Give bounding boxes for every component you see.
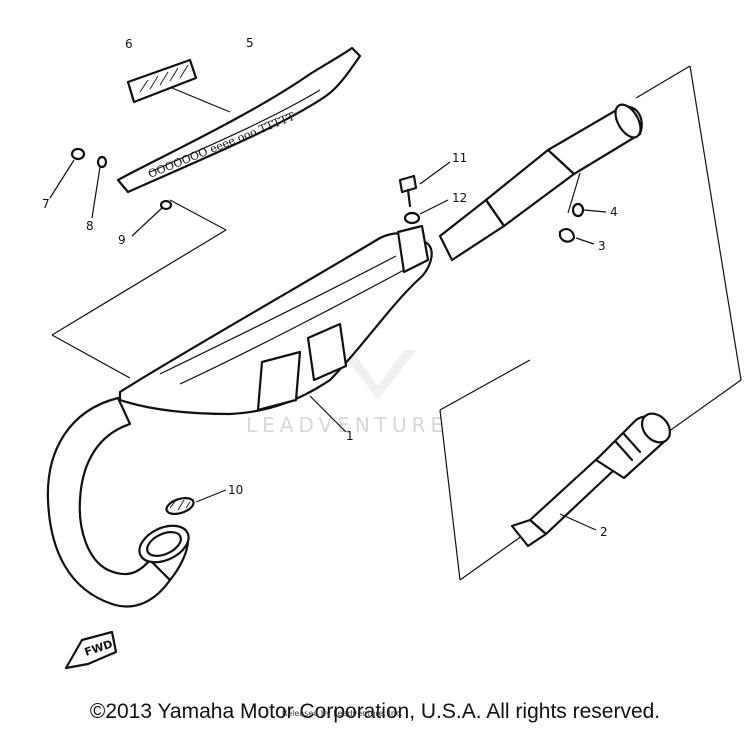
callout-9: 9 xyxy=(118,233,126,247)
clip-part-3 xyxy=(558,228,595,245)
callout-labels: 1 2 3 4 5 6 7 8 9 10 11 12 xyxy=(42,36,618,539)
muffler-part-1 xyxy=(46,103,643,608)
heat-guard-part-5: OOOOOOO eeee ooo TTTTT xyxy=(116,46,362,194)
spark-arrester-part-2 xyxy=(510,412,672,548)
bolt-part-11 xyxy=(398,161,451,208)
guide-lines xyxy=(51,65,742,581)
watermark-text: LEADVENTURE xyxy=(246,413,448,437)
callout-2: 2 xyxy=(600,525,608,539)
callout-8: 8 xyxy=(86,219,94,233)
washer-part-12 xyxy=(403,199,449,225)
callout-1: 1 xyxy=(346,429,354,443)
copyright-notice: ©2013 Yamaha Motor Corporation, U.S.A. A… xyxy=(89,700,661,723)
svg-text:OOOOOOO eeee ooo TTTTT: OOOOOOO eeee ooo TTTTT xyxy=(146,110,297,181)
fastener-part-7 xyxy=(49,147,86,199)
callout-12: 12 xyxy=(452,191,467,205)
callout-11: 11 xyxy=(452,151,467,165)
callout-4: 4 xyxy=(610,205,618,219)
fwd-arrow-icon: FWD xyxy=(64,630,118,670)
callout-10: 10 xyxy=(228,483,243,497)
callout-3: 3 xyxy=(598,239,606,253)
nameplate-part-6 xyxy=(126,58,198,104)
nut-part-4 xyxy=(571,202,607,218)
washer-part-8 xyxy=(91,155,108,219)
callout-6: 6 xyxy=(125,37,133,51)
callout-5: 5 xyxy=(246,36,254,50)
sub-credit: Released by Leadventure, Inc. xyxy=(282,709,403,718)
callout-7: 7 xyxy=(42,197,50,211)
washer-part-9 xyxy=(131,199,173,237)
gasket-part-10 xyxy=(165,489,227,516)
